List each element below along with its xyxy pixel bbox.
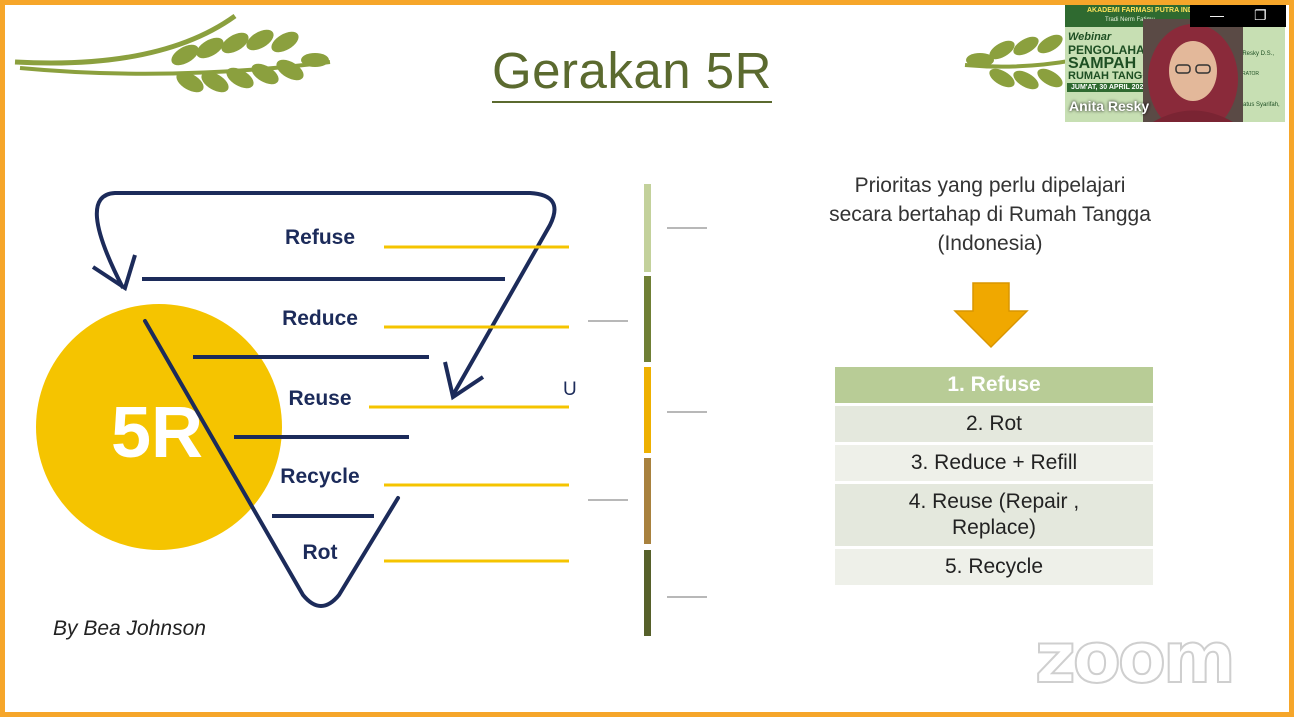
participant-camera-feed: [1143, 19, 1243, 122]
window-controls: — ❐: [1190, 5, 1286, 27]
bar-2: [644, 276, 651, 362]
five-r-badge: 5R: [111, 393, 203, 473]
level-label-recycle: Recycle: [280, 465, 359, 488]
level-label-reduce: Reduce: [282, 307, 358, 330]
participant-video-tile[interactable]: AKADEMI FARMASI PUTRA INDONESIA MALANG T…: [1065, 5, 1285, 122]
priority-line-2: secara bertahap di Rumah Tangga: [829, 203, 1151, 226]
wheat-left-icon: [14, 13, 331, 93]
bar-4: [644, 458, 651, 544]
priority-line-1: Prioritas yang perlu dipelajari: [854, 174, 1126, 197]
bar-3: [644, 367, 651, 453]
rank-row-3: 3. Reduce + Refill: [835, 445, 1153, 484]
attribution-text: By Bea Johnson: [53, 617, 206, 640]
bar-5: [644, 550, 651, 636]
poster-webinar: Webinar: [1068, 31, 1112, 43]
poster-moderator: MODERATOR: [1227, 71, 1260, 77]
level-label-reuse: Reuse: [288, 387, 351, 410]
poster-institution: AKADEMI FARMASI PUTRA INDONESIA MALANG: [1087, 7, 1253, 14]
poster-line-3: RUMAH TANGGA: [1068, 70, 1159, 82]
cycle-arrow: [94, 191, 557, 396]
participant-name-label: Anita Resky: [1069, 98, 1150, 114]
down-arrow-icon: [953, 282, 1029, 349]
rank-row-2: 2. Rot: [835, 406, 1153, 445]
priority-description: Prioritas yang perlu dipelajari secara b…: [775, 171, 1205, 258]
bar-1: [644, 184, 651, 272]
rank-row-1: 1. Refuse: [835, 367, 1153, 406]
poster-line-2: SAMPAH: [1068, 55, 1137, 72]
funnel-outline: [143, 319, 400, 608]
level-label-rot: Rot: [303, 541, 338, 564]
rank-row-4: 4. Reuse (Repair , Replace): [835, 484, 1153, 549]
priority-ranking-table: 1. Refuse 2. Rot 3. Reduce + Refill 4. R…: [835, 367, 1153, 588]
rank-row-5: 5. Recycle: [835, 549, 1153, 588]
arrow-head-left-icon: [91, 254, 137, 292]
presentation-slide: Gerakan 5R 5R Refuse Reduce Reuse Recycl…: [5, 5, 1289, 712]
cropped-letter: U: [563, 379, 577, 400]
rank-row-4-line-1: 4. Reuse (Repair ,: [908, 490, 1080, 513]
restore-icon[interactable]: ❐: [1254, 7, 1267, 23]
rank-row-4-line-2: Replace): [951, 516, 1037, 539]
participant-avatar: [1148, 24, 1238, 122]
priority-line-3: (Indonesia): [937, 232, 1043, 255]
zoom-watermark-logo: zoom: [1034, 617, 1237, 699]
arrow-head-right-icon: [443, 361, 485, 401]
slide-title: Gerakan 5R: [492, 43, 772, 103]
five-r-circle: [36, 304, 282, 550]
poster-tagline: Tradi Nerm Fatimu: [1105, 17, 1155, 23]
level-label-refuse: Refuse: [285, 226, 355, 249]
wheat-right-icon: [964, 34, 1075, 90]
poster-date: JUM'AT, 30 APRIL 2021: [1067, 83, 1152, 92]
poster-line-1: PENGOLAHAN: [1068, 43, 1154, 57]
five-r-diagram: 5R Refuse Reduce Reuse Recycle Rot U: [36, 184, 707, 636]
minimize-icon[interactable]: —: [1210, 7, 1224, 23]
